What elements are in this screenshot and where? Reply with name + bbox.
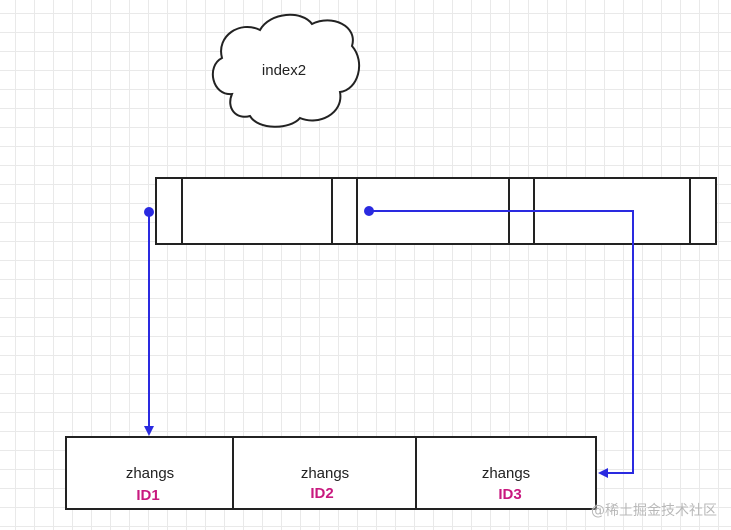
cloud-shape <box>212 13 361 128</box>
pointer-to-id1 <box>144 207 154 436</box>
record-cell: zhangs ID1 <box>126 465 174 504</box>
record-id: ID1 <box>136 487 159 504</box>
record-name: zhangs <box>126 465 174 482</box>
record-id: ID2 <box>310 485 333 502</box>
record-cell: zhangs ID2 <box>301 465 349 502</box>
watermark: @稀土掘金技术社区 <box>591 503 717 519</box>
cloud-label: index2 <box>262 62 306 79</box>
record-cell: zhangs ID3 <box>482 465 530 503</box>
record-id: ID3 <box>498 486 521 503</box>
records-outline <box>65 436 597 510</box>
record-name: zhangs <box>301 465 349 482</box>
pointer-to-id3 <box>364 206 634 478</box>
pointer-arrow <box>369 210 634 478</box>
record-name: zhangs <box>482 465 530 482</box>
records-row: zhangs ID1 zhangs ID2 zhangs ID3 <box>65 436 597 510</box>
index2-cloud: index2 <box>212 13 361 128</box>
